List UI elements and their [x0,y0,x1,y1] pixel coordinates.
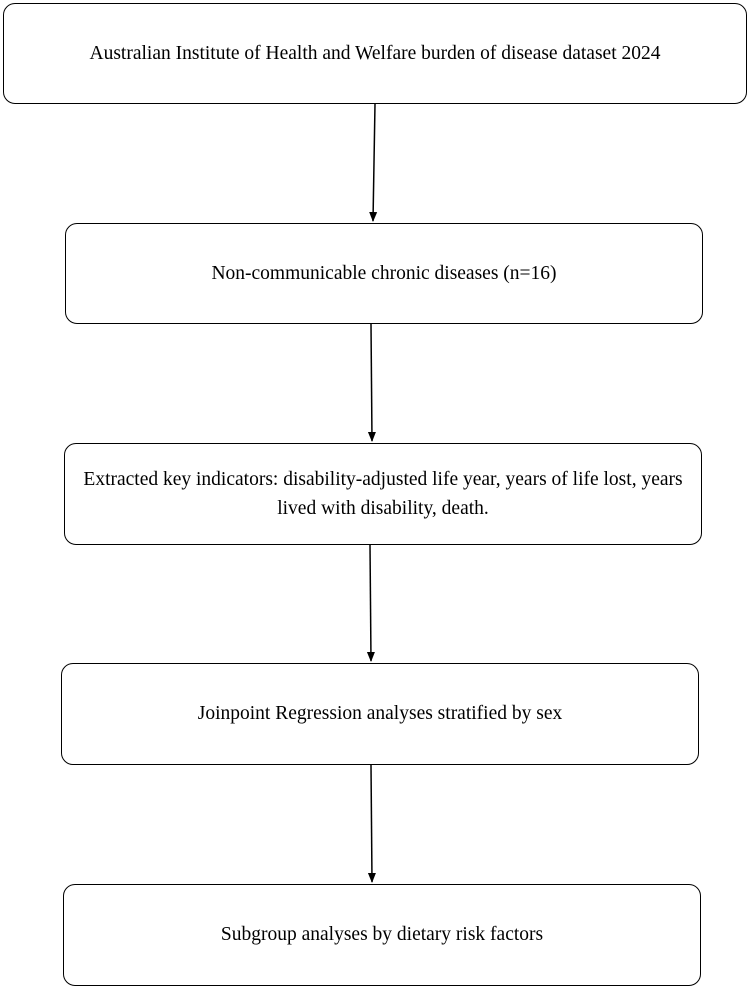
step-box-joinpoint: Joinpoint Regression analyses stratified… [61,663,699,765]
step-box-subgroup: Subgroup analyses by dietary risk factor… [63,884,701,986]
step-label-indicators: Extracted key indicators: disability-adj… [83,468,683,519]
step-label-subgroup: Subgroup analyses by dietary risk factor… [220,924,544,946]
arrow-2-to-3 [367,323,376,442]
step-box-diseases: Non-communicable chronic diseases (n=16) [65,223,703,324]
step-label-diseases: Non-communicable chronic diseases (n=16) [211,262,557,284]
step-box-indicators: Extracted key indicators: disability-adj… [64,443,702,545]
step-box-dataset: Australian Institute of Health and Welfa… [3,3,747,104]
step-label-dataset: Australian Institute of Health and Welfa… [89,42,661,64]
arrow-4-to-5 [367,764,376,883]
step-label-joinpoint: Joinpoint Regression analyses stratified… [197,703,563,725]
arrow-3-to-4 [366,544,375,662]
arrow-1-to-2 [369,103,378,222]
